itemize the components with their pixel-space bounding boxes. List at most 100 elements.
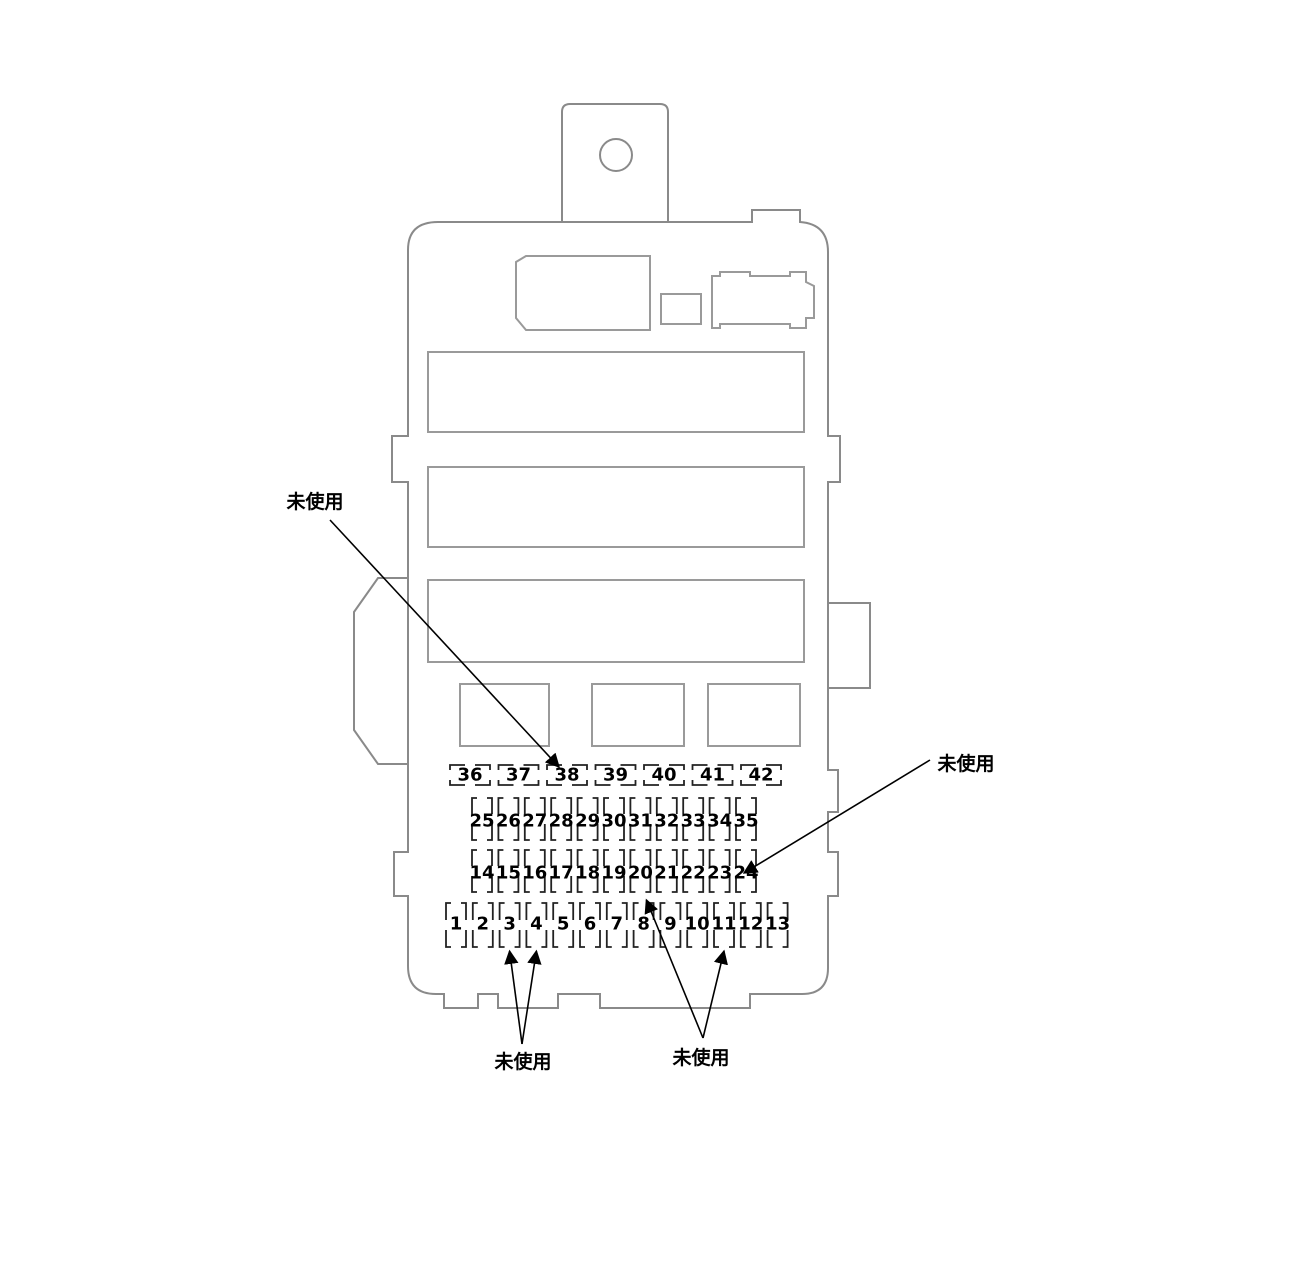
fuse-label: 22 bbox=[681, 863, 706, 884]
relay-slot-3 bbox=[707, 683, 801, 747]
fuse-3 bbox=[498, 902, 521, 948]
fuse-label: 4 bbox=[530, 914, 543, 935]
fuse-19 bbox=[603, 849, 625, 893]
fuse-label: 16 bbox=[522, 863, 547, 884]
large-fuse-slot-2 bbox=[427, 466, 805, 548]
fuse-15 bbox=[497, 849, 520, 893]
leader-line-4 bbox=[521, 949, 542, 1045]
fuse-24 bbox=[735, 849, 757, 893]
fuse-label: 37 bbox=[506, 765, 531, 786]
relay-slot-2 bbox=[591, 683, 685, 747]
fuse-label: 31 bbox=[628, 811, 653, 832]
fuse-label: 5 bbox=[557, 914, 570, 935]
fuse-label: 25 bbox=[469, 811, 494, 832]
fuse-label: 29 bbox=[575, 811, 600, 832]
fuse-35 bbox=[735, 797, 757, 841]
fuse-33 bbox=[682, 797, 705, 841]
callouts: 未使用未使用未使用未使用 bbox=[285, 490, 994, 1073]
fuse-label: 9 bbox=[664, 914, 677, 935]
unused-callout-label: 未使用 bbox=[936, 752, 994, 775]
leader-line-24 bbox=[742, 759, 931, 874]
fuse-label: 39 bbox=[603, 765, 628, 786]
fuse-label: 35 bbox=[733, 811, 758, 832]
leader-line-20 bbox=[644, 898, 704, 1039]
fuse-label: 7 bbox=[611, 914, 624, 935]
large-fuse-slot-3 bbox=[427, 579, 805, 663]
fuse-label: 12 bbox=[738, 914, 763, 935]
fuse-36 bbox=[449, 764, 491, 786]
fuse-6 bbox=[579, 902, 601, 948]
fuse-1 bbox=[445, 902, 467, 948]
leader-line-38 bbox=[329, 519, 560, 769]
unused-callout-label: 未使用 bbox=[285, 490, 343, 513]
fuse-label: 2 bbox=[477, 914, 490, 935]
fuse-grid bbox=[445, 764, 789, 948]
fuse-13 bbox=[766, 902, 789, 948]
fuse-18 bbox=[576, 849, 599, 893]
fuse-label: 26 bbox=[496, 811, 521, 832]
fuse-9 bbox=[659, 902, 682, 948]
fuse-label: 13 bbox=[765, 914, 790, 935]
fuse-25 bbox=[471, 797, 493, 841]
leader-line-3 bbox=[504, 949, 523, 1045]
fuse-label: 40 bbox=[651, 765, 676, 786]
fuse-label: 28 bbox=[549, 811, 574, 832]
left-latch bbox=[353, 577, 409, 765]
fuse-26 bbox=[497, 797, 520, 841]
large-fuse-slot-1 bbox=[427, 351, 805, 433]
relay-block bbox=[515, 255, 651, 331]
fuse-31 bbox=[629, 797, 652, 841]
fuse-34 bbox=[708, 797, 731, 841]
fuse-7 bbox=[605, 902, 628, 948]
small-connector bbox=[660, 293, 702, 325]
right-latch bbox=[825, 602, 871, 689]
fuse-label: 41 bbox=[700, 765, 725, 786]
fuse-4 bbox=[525, 902, 548, 948]
fuse-16 bbox=[523, 849, 546, 893]
fuse-32 bbox=[655, 797, 678, 841]
fuse-label: 33 bbox=[681, 811, 706, 832]
unused-callout-label: 未使用 bbox=[493, 1050, 551, 1073]
fuse-label: 30 bbox=[601, 811, 626, 832]
connector-socket bbox=[711, 271, 815, 329]
fuse-41 bbox=[691, 764, 734, 786]
fuse-37 bbox=[497, 764, 540, 786]
fuse-42 bbox=[740, 764, 782, 786]
fuse-label: 17 bbox=[549, 863, 574, 884]
fuse-label: 27 bbox=[522, 811, 547, 832]
unused-callout-label: 未使用 bbox=[671, 1046, 729, 1069]
fuse-11 bbox=[713, 902, 735, 948]
fuse-label: 3 bbox=[503, 914, 516, 935]
fuse-30 bbox=[603, 797, 625, 841]
fuse-label: 18 bbox=[575, 863, 600, 884]
mounting-hole bbox=[599, 138, 633, 172]
fuse-label: 20 bbox=[628, 863, 653, 884]
fuse-label: 15 bbox=[496, 863, 521, 884]
fuse-23 bbox=[708, 849, 731, 893]
fuse-label: 21 bbox=[654, 863, 679, 884]
fuse-10 bbox=[686, 902, 709, 948]
fuse-40 bbox=[643, 764, 685, 786]
fuse-label: 32 bbox=[654, 811, 679, 832]
fuse-label: 23 bbox=[707, 863, 732, 884]
fuse-39 bbox=[594, 764, 637, 786]
fuse-label: 34 bbox=[707, 811, 732, 832]
fuse-20 bbox=[629, 849, 652, 893]
fuse-label: 1 bbox=[450, 914, 463, 935]
fuse-22 bbox=[682, 849, 705, 893]
fuse-28 bbox=[550, 797, 573, 841]
fuse-12 bbox=[739, 902, 762, 948]
fuse-label: 19 bbox=[601, 863, 626, 884]
fuse-14 bbox=[471, 849, 493, 893]
fuse-label: 8 bbox=[637, 914, 650, 935]
fuse-27 bbox=[523, 797, 546, 841]
fuse-label: 36 bbox=[457, 765, 482, 786]
fuse-2 bbox=[471, 902, 494, 948]
fuse-label: 14 bbox=[469, 863, 494, 884]
leader-line-11 bbox=[702, 949, 728, 1039]
fuse-label: 42 bbox=[748, 765, 773, 786]
fuse-label: 6 bbox=[584, 914, 597, 935]
fuse-17 bbox=[550, 849, 573, 893]
fuse-29 bbox=[576, 797, 599, 841]
